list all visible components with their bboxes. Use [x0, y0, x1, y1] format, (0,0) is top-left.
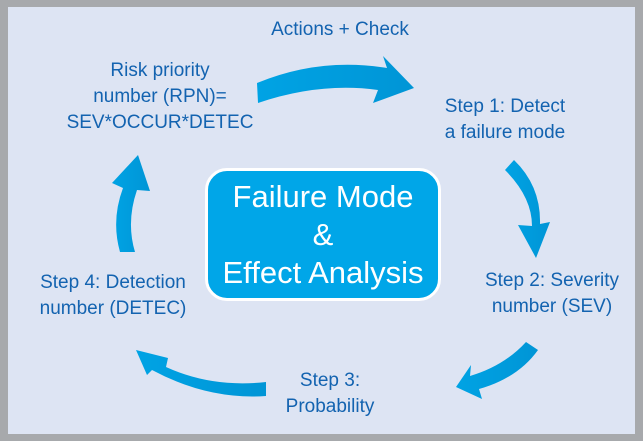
step4-label: Step 4: Detection number (DETEC)	[18, 270, 208, 322]
arrow-top-icon	[257, 56, 414, 103]
step3-line-1: Step 3:	[299, 370, 361, 391]
step4-line-1: Step 4: Detection	[40, 272, 186, 293]
top-label: Actions + Check	[271, 19, 409, 40]
step2-line-1: Step 2: Severity	[484, 270, 620, 291]
title-line-2: &	[312, 216, 334, 252]
step1-line-1: Step 1: Detect	[444, 96, 566, 117]
rpn-line-3: SEV*OCCUR*DETEC	[66, 112, 254, 133]
step3-line-2: Probability	[285, 396, 375, 417]
step4-line-2: number (DETEC)	[39, 298, 187, 319]
title-line-1: Failure Mode	[232, 178, 414, 214]
rpn-line-1: Risk priority	[110, 60, 210, 81]
arrow-right-icon	[505, 160, 550, 258]
step3-label: Step 3: Probability	[260, 368, 400, 420]
title-box: Failure Mode & Effect Analysis	[205, 168, 441, 301]
step1-label: Step 1: Detect a failure mode	[405, 94, 605, 146]
arrow-left-icon	[112, 155, 150, 252]
arrow-bottom-right-icon	[456, 342, 538, 399]
step2-label: Step 2: Severity number (SEV)	[462, 268, 642, 320]
step1-line-2: a failure mode	[444, 122, 566, 143]
arrow-bottom-left-icon	[136, 350, 266, 397]
step2-line-2: number (SEV)	[491, 296, 613, 317]
rpn-label: Risk priority number (RPN)= SEV*OCCUR*DE…	[55, 58, 265, 136]
rpn-line-2: number (RPN)=	[93, 86, 227, 107]
title-line-3: Effect Analysis	[222, 254, 424, 290]
